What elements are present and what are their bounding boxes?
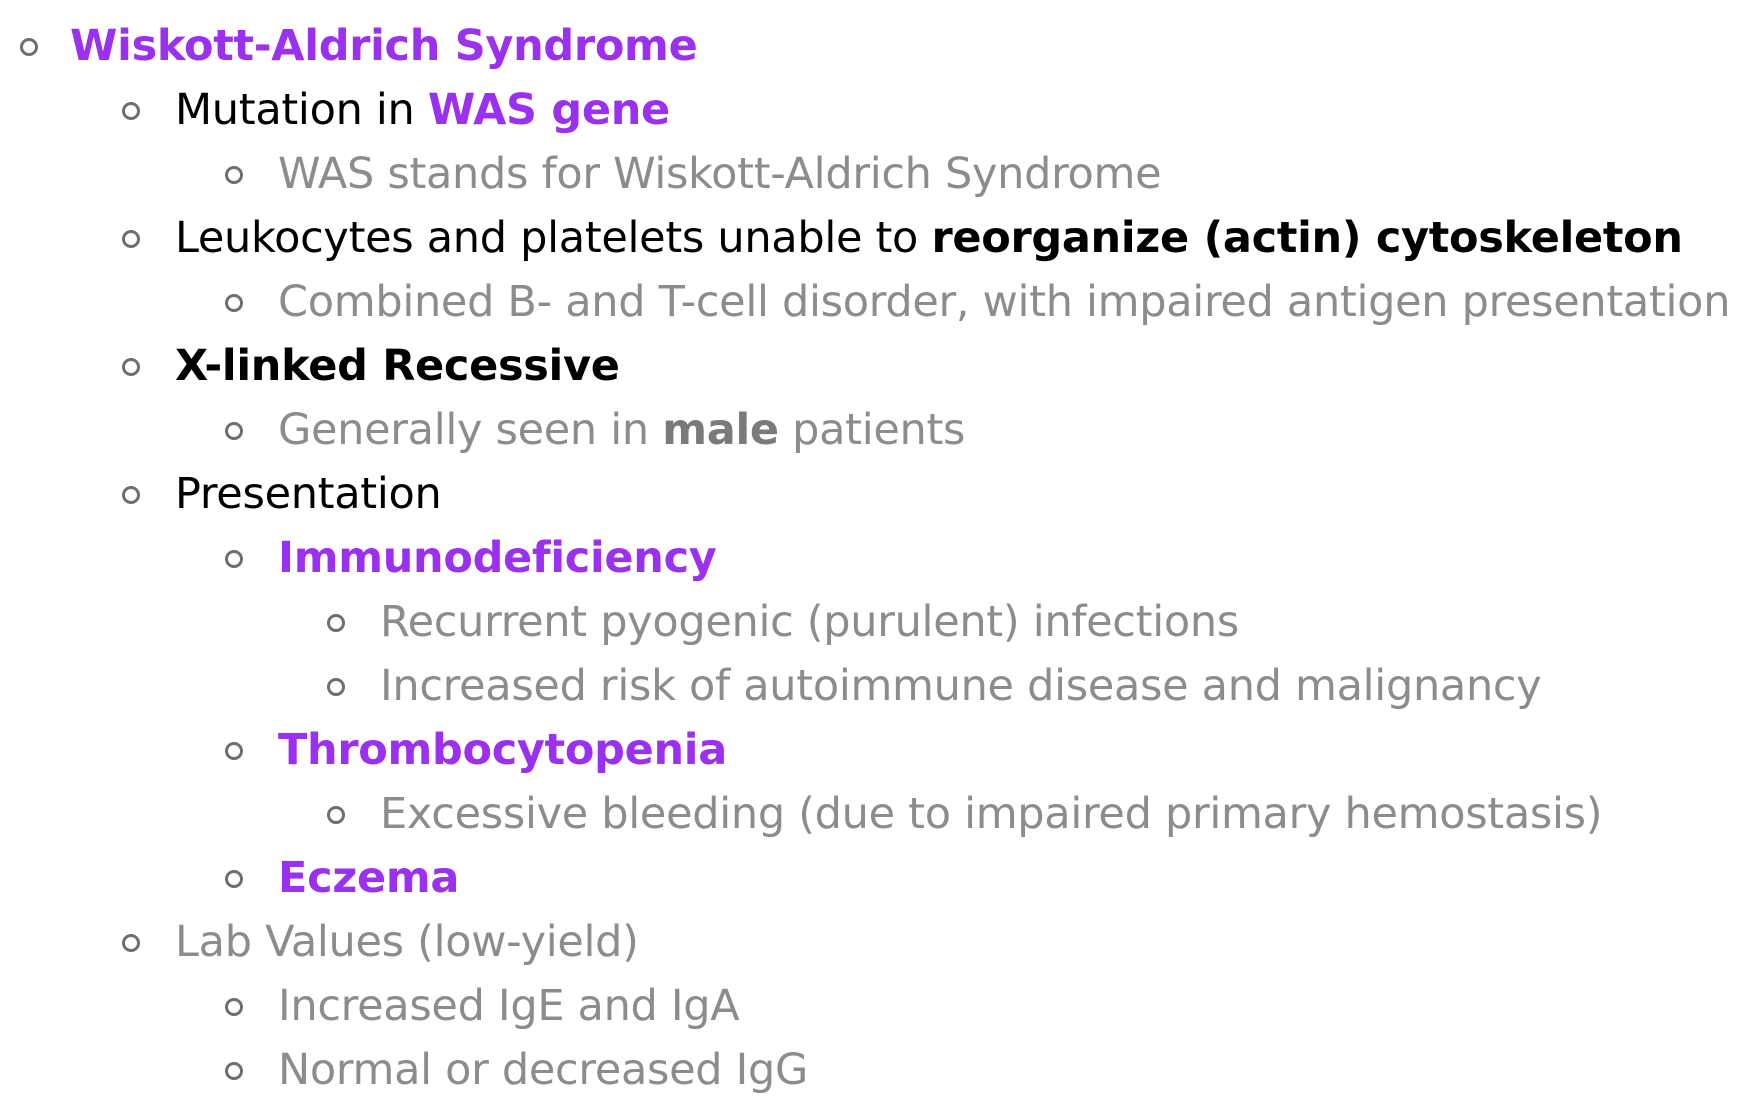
bullet-icon [122,358,140,376]
list-item: Recurrent pyogenic (purulent) infections [380,597,1239,647]
bullet-icon [225,1062,243,1080]
list-item: Excessive bleeding (due to impaired prim… [380,789,1603,839]
outline-item-male-note: Generally seen in male patients [0,398,1764,462]
bullet-icon [122,102,140,120]
labs-label: Lab Values (low-yield) [175,917,639,967]
outline-item-igg: Normal or decreased IgG [0,1038,1764,1102]
outline-item-leukocytes: Leukocytes and platelets unable to reorg… [0,206,1764,270]
mutation-prefix: Mutation in [175,85,428,135]
presentation-label: Presentation [175,469,442,519]
outline-item-eczema: Eczema [0,846,1764,910]
leukocytes-text: Leukocytes and platelets unable to reorg… [175,206,1683,270]
list-item: Normal or decreased IgG [278,1045,809,1095]
bullet-icon [225,550,243,568]
outline-item-labs: Lab Values (low-yield) [0,910,1764,974]
outline-item-was-note: WAS stands for Wiskott-Aldrich Syndrome [0,142,1764,206]
topic-title: Wiskott-Aldrich Syndrome [70,21,698,71]
bullet-icon [20,38,38,56]
bullet-icon [225,742,243,760]
outline-item-presentation: Presentation [0,462,1764,526]
bullet-icon [327,614,345,632]
leukocytes-prefix: Leukocytes and platelets unable to [175,213,932,263]
outline-item-ige-iga: Increased IgE and IgA [0,974,1764,1038]
outline-item-inheritance: X-linked Recessive [0,334,1764,398]
list-item: Increased IgE and IgA [278,981,740,1031]
male-note: Generally seen in male patients [278,398,965,462]
outline-item-bleeding: Excessive bleeding (due to impaired prim… [0,782,1764,846]
bullet-icon [225,870,243,888]
male-note-emphasis: male [662,405,779,455]
inheritance-label: X-linked Recessive [175,341,620,391]
bullet-icon [122,934,140,952]
bullet-icon [225,422,243,440]
mutation-text: Mutation in WAS gene [175,78,670,142]
outline-item-mutation: Mutation in WAS gene [0,78,1764,142]
outline-notes: Wiskott-Aldrich Syndrome Mutation in WAS… [0,14,1764,1102]
outline-item-title: Wiskott-Aldrich Syndrome [0,14,1764,78]
bullet-icon [225,166,243,184]
eczema-label: Eczema [278,853,460,903]
bullet-icon [122,230,140,248]
outline-item-combined-disorder: Combined B- and T-cell disorder, with im… [0,270,1764,334]
outline-item-thrombocytopenia: Thrombocytopenia [0,718,1764,782]
bullet-icon [225,294,243,312]
bullet-icon [327,678,345,696]
leukocytes-emphasis: reorganize (actin) cytoskeleton [931,213,1683,263]
bullet-icon [327,806,345,824]
bullet-icon [122,486,140,504]
male-note-suffix: patients [778,405,966,455]
outline-item-infections: Recurrent pyogenic (purulent) infections [0,590,1764,654]
list-item: Increased risk of autoimmune disease and… [380,661,1542,711]
combined-disorder-note: Combined B- and T-cell disorder, with im… [278,277,1731,327]
gene-name: WAS gene [427,85,670,135]
was-note: WAS stands for Wiskott-Aldrich Syndrome [278,149,1162,199]
immunodeficiency-label: Immunodeficiency [278,533,717,583]
thrombocytopenia-label: Thrombocytopenia [278,725,727,775]
male-note-prefix: Generally seen in [278,405,663,455]
outline-item-immunodeficiency: Immunodeficiency [0,526,1764,590]
bullet-icon [225,998,243,1016]
outline-item-autoimmune: Increased risk of autoimmune disease and… [0,654,1764,718]
